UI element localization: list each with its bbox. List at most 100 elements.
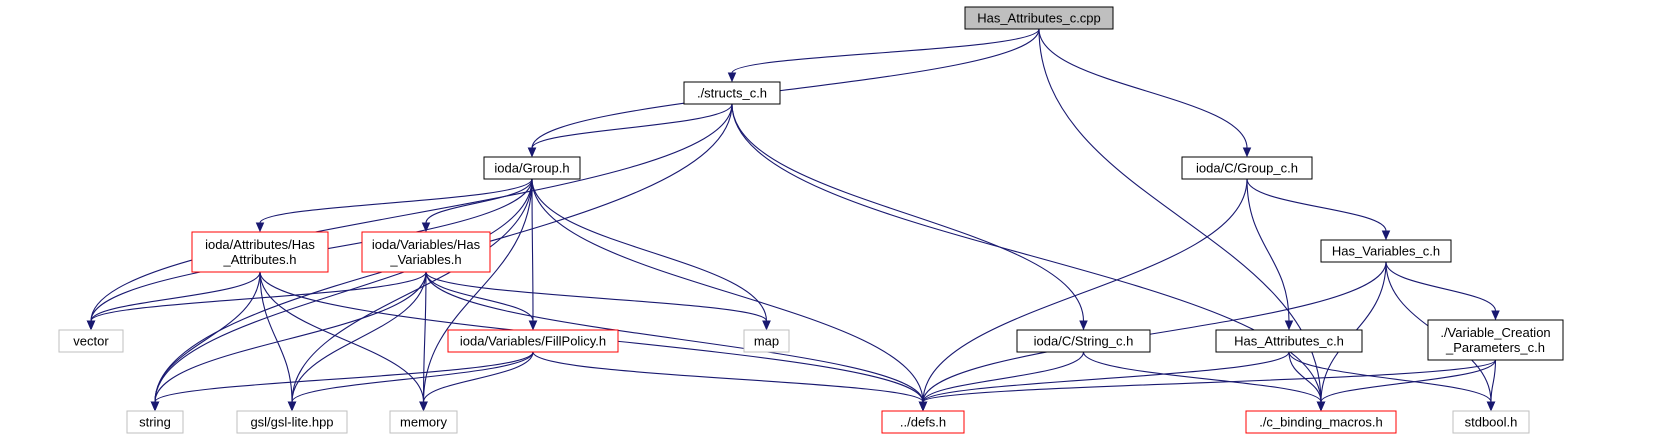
- node-map[interactable]: map: [743, 329, 790, 353]
- node-varcreate[interactable]: ./Variable_Creation_Parameters_c.h: [1427, 319, 1564, 361]
- edge-line: [922, 178, 1248, 403]
- edge-hasattrc-to-defs: [918, 351, 1290, 412]
- edge-arrowhead: [527, 147, 537, 158]
- edge-arrowhead: [1316, 401, 1326, 412]
- nodes-layer: Has_Attributes_c.cpp ./structs_c.h ioda/Gr…: [58, 6, 1564, 434]
- node-hasattr[interactable]: ioda/Attributes/Has_Attributes.h: [191, 231, 329, 273]
- edge-line: [531, 178, 924, 403]
- node-group_h[interactable]: ioda/Group.h: [483, 156, 581, 180]
- node-box: [447, 329, 619, 353]
- edge-line: [259, 271, 425, 403]
- edge-line: [291, 351, 534, 403]
- edge-line: [531, 178, 534, 322]
- node-fillpolicy[interactable]: ioda/Variables/FillPolicy.h: [447, 329, 619, 353]
- node-cgroup[interactable]: ioda/C/Group_c.h: [1181, 156, 1313, 180]
- node-box: [881, 410, 965, 434]
- node-label: memory: [400, 415, 447, 430]
- edge-arrowhead: [86, 320, 96, 331]
- edge-hasvar-to-gsl: [287, 271, 427, 412]
- edge-line: [1490, 359, 1497, 403]
- edge-line: [90, 103, 733, 322]
- edge-arrowhead: [255, 222, 265, 233]
- edge-line: [1288, 351, 1492, 403]
- edge-cgroup-to-defs: [918, 178, 1248, 412]
- edge-line: [731, 103, 1322, 403]
- node-box: [1245, 410, 1397, 434]
- edge-line: [1246, 178, 1290, 322]
- node-label: ioda/Variables/Has: [372, 237, 481, 252]
- edge-root-to-group_h: [527, 28, 1040, 158]
- node-label: ioda/Group.h: [494, 161, 569, 176]
- node-hasvarc[interactable]: Has_Variables_c.h: [1320, 239, 1452, 263]
- edge-line: [154, 271, 261, 403]
- edge-root-to-cbind: [1038, 28, 1326, 412]
- node-box: [683, 81, 781, 105]
- edge-line: [154, 271, 427, 403]
- edge-line: [422, 351, 534, 403]
- edge-line: [1082, 351, 1322, 403]
- node-box: [1181, 156, 1313, 180]
- edge-line: [291, 178, 533, 403]
- edge-line: [531, 28, 1040, 149]
- edge-arrowhead: [528, 320, 538, 331]
- edge-line: [1038, 28, 1248, 149]
- node-vector[interactable]: vector: [58, 329, 124, 353]
- edge-line: [422, 178, 533, 403]
- node-cbind[interactable]: ./c_binding_macros.h: [1245, 410, 1397, 434]
- node-label: ./c_binding_macros.h: [1259, 415, 1383, 430]
- edge-varcreate-to-cbind: [1316, 359, 1497, 412]
- node-label: gsl/gsl-lite.hpp: [250, 415, 333, 430]
- edge-arrowhead: [1486, 401, 1496, 412]
- node-box: [1452, 410, 1530, 434]
- edge-arrowhead: [1284, 320, 1294, 331]
- node-string[interactable]: string: [126, 410, 184, 434]
- edge-line: [154, 351, 534, 403]
- edge-arrowhead: [762, 320, 771, 331]
- edge-line: [532, 351, 924, 403]
- node-hasvar[interactable]: ioda/Variables/Has_Variables.h: [361, 231, 491, 273]
- node-memory[interactable]: memory: [389, 410, 458, 434]
- edge-root-to-structs: [727, 28, 1040, 83]
- node-box: [361, 231, 491, 273]
- node-label: Has_Attributes_c.cpp: [977, 11, 1101, 26]
- edge-line: [922, 359, 1497, 403]
- edges-layer: [86, 28, 1500, 412]
- edge-hasvar-to-fillpolicy: [425, 271, 538, 331]
- node-stdbool[interactable]: stdbool.h: [1452, 410, 1530, 434]
- edge-fillpolicy-to-gsl: [287, 351, 534, 412]
- edge-line: [422, 271, 427, 403]
- edge-cgroup-to-hasattrc: [1246, 178, 1294, 331]
- node-label: _Variables.h: [389, 252, 461, 267]
- node-label: Has_Attributes_c.h: [1234, 334, 1344, 349]
- node-structs[interactable]: ./structs_c.h: [683, 81, 781, 105]
- node-gsl[interactable]: gsl/gsl-lite.hpp: [236, 410, 348, 434]
- edge-line: [259, 178, 533, 224]
- node-label: ./structs_c.h: [697, 86, 767, 101]
- edge-line: [291, 271, 427, 403]
- node-box: [483, 156, 581, 180]
- edge-root-to-cgroup: [1038, 28, 1252, 158]
- node-label: string: [139, 415, 171, 430]
- node-stringc[interactable]: ioda/C/String_c.h: [1016, 329, 1151, 353]
- node-label: stdbool.h: [1465, 415, 1518, 430]
- node-box: [1427, 319, 1564, 361]
- edge-fillpolicy-to-defs: [532, 351, 928, 412]
- node-label: ioda/C/String_c.h: [1034, 334, 1134, 349]
- node-root[interactable]: Has_Attributes_c.cpp: [964, 6, 1114, 30]
- edge-group_h-to-map: [531, 178, 771, 331]
- edge-arrowhead: [421, 222, 431, 233]
- edge-line: [90, 271, 261, 322]
- edge-line: [922, 351, 1085, 403]
- node-box: [1016, 329, 1151, 353]
- edge-arrowhead: [1381, 230, 1391, 241]
- node-label: ioda/C/Group_c.h: [1196, 161, 1298, 176]
- node-defs[interactable]: ../defs.h: [881, 410, 965, 434]
- node-box: [1320, 239, 1452, 263]
- edge-varcreate-to-defs: [918, 359, 1497, 412]
- node-hasattrc[interactable]: Has_Attributes_c.h: [1215, 329, 1363, 353]
- edge-hasvar-to-map: [425, 271, 771, 331]
- edge-arrowhead: [287, 401, 297, 412]
- edge-line: [731, 103, 1085, 322]
- node-box: [58, 329, 124, 353]
